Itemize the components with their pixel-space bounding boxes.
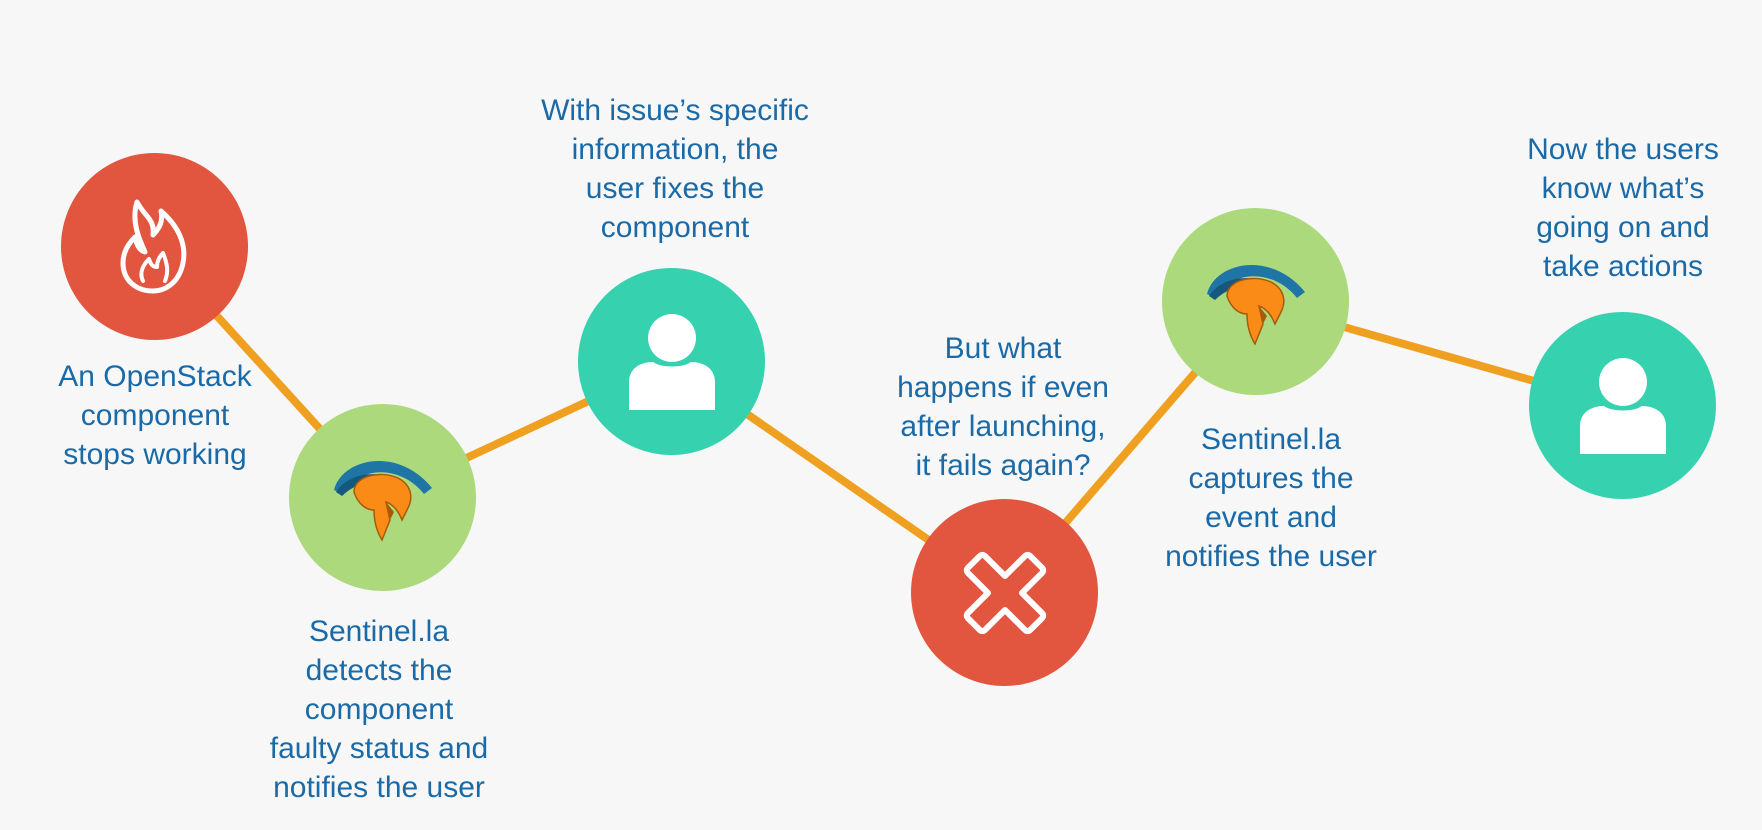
step-node-sentinel-captures	[1162, 208, 1349, 395]
step-caption-sentinel-detects: Sentinel.la detects the component faulty…	[269, 615, 489, 804]
fire-icon	[120, 199, 186, 293]
user-icon	[628, 313, 715, 410]
step-caption-fails-again: But what happens if even after launching…	[897, 332, 1109, 482]
user-icon	[1579, 357, 1666, 454]
step-node-fails-again	[911, 499, 1098, 686]
step-caption-sentinel-captures: Sentinel.la captures the event and notif…	[1165, 423, 1377, 573]
step-node-sentinel-detects	[289, 404, 476, 591]
step-caption-user-fixes: With issue’s specific information, the u…	[541, 94, 809, 244]
spartan-helmet-icon	[333, 460, 432, 542]
step-node-users-take-action	[1529, 312, 1716, 499]
step-caption-component-stops: An OpenStack component stops working	[58, 360, 252, 471]
spartan-helmet-icon	[1206, 264, 1305, 346]
step-node-component-stops	[61, 153, 248, 340]
step-caption-users-take-action: Now the users know what’s going on and t…	[1527, 133, 1719, 283]
close-x-icon	[963, 551, 1046, 634]
step-node-user-fixes	[578, 268, 765, 455]
